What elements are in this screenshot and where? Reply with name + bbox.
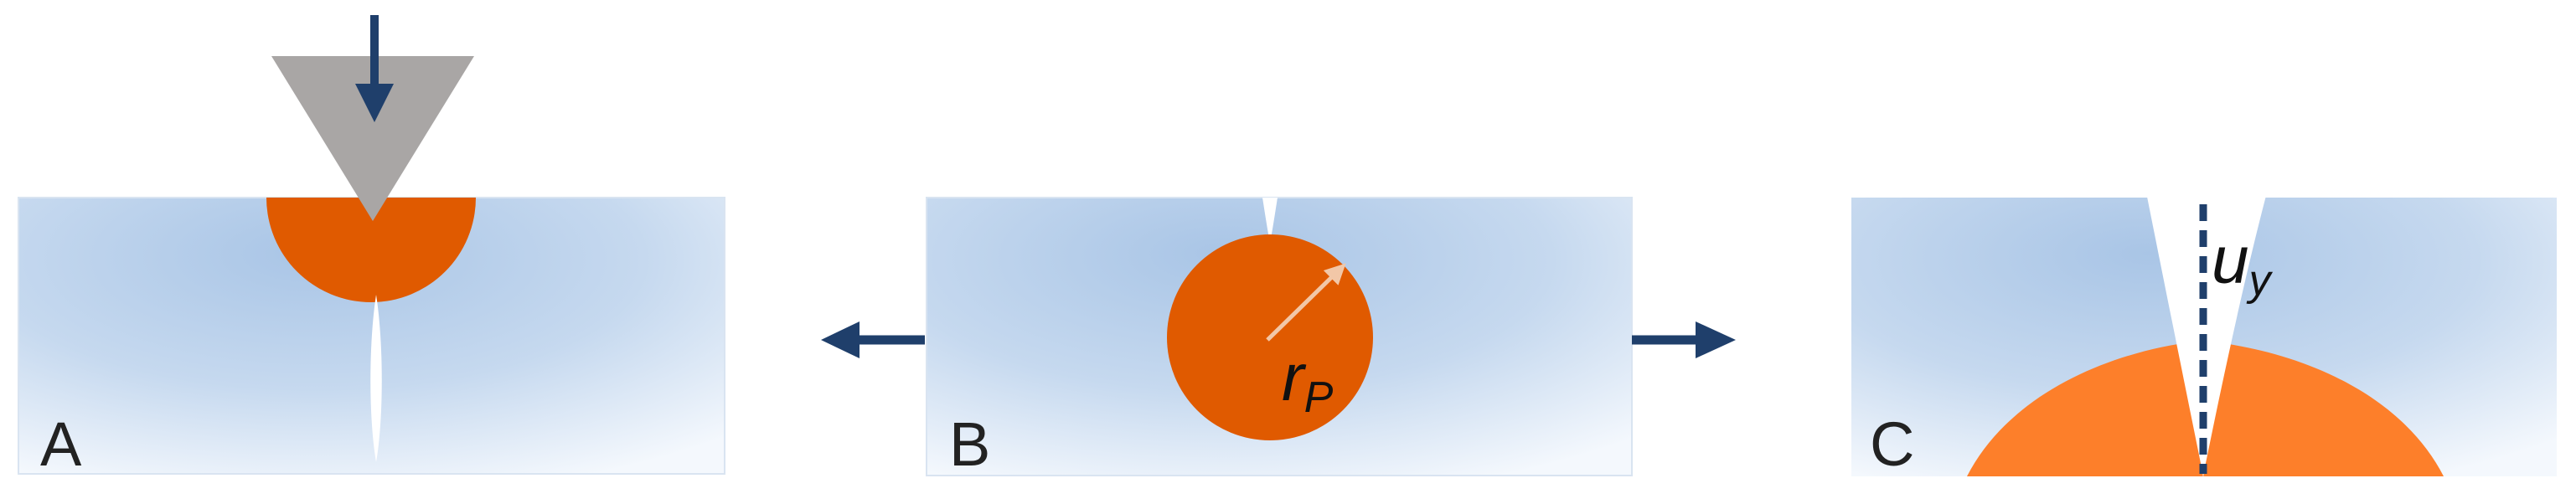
radius-arrow	[1266, 263, 1346, 342]
load-arrow-icon	[355, 15, 394, 122]
plastic-zone-c	[1967, 342, 2203, 476]
plastic-zone-c-right	[2203, 342, 2444, 476]
median-crack-a	[370, 295, 382, 462]
panel-label-b: B	[949, 409, 990, 479]
plastic-zone-a	[266, 198, 476, 302]
radius-label: rP	[1282, 340, 1334, 422]
panel-label-a: A	[40, 409, 82, 479]
panel-b: rP B	[926, 197, 1633, 479]
surface-crack-b	[1262, 198, 1278, 243]
indenter	[271, 56, 474, 221]
panel-a: A	[18, 15, 725, 479]
panel-label-c: C	[1870, 409, 1914, 479]
move-left-arrow-icon	[821, 321, 925, 358]
displacement-label: uy	[2212, 223, 2274, 305]
panel-c: uy C	[1851, 198, 2557, 479]
move-right-arrow-icon	[1632, 321, 1736, 358]
